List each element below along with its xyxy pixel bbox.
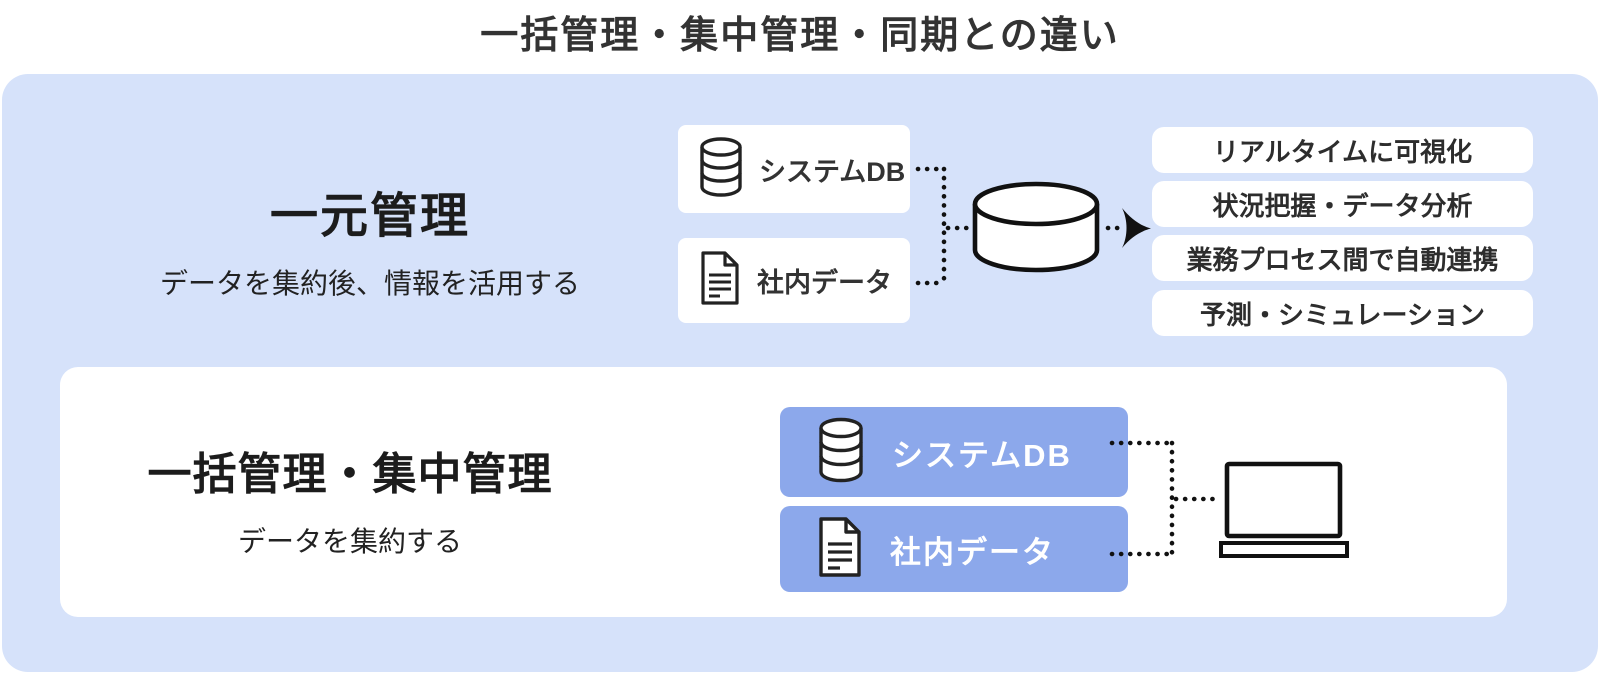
batch-box-system-db: システムDB xyxy=(780,407,1128,497)
outcome-box: リアルタイムに可視化 xyxy=(1152,127,1533,173)
unified-section-text: 一元管理 データを集約後、情報を活用する xyxy=(80,176,660,302)
batch-box-label: 社内データ xyxy=(890,534,1055,570)
batch-section-text: 一括管理・集中管理 データを集約する xyxy=(95,438,605,560)
page-title: 一括管理・集中管理・同期との違い xyxy=(480,15,1120,57)
laptop-icon xyxy=(1213,456,1355,567)
database-icon xyxy=(816,417,866,488)
source-label: 社内データ xyxy=(757,268,892,298)
batch-heading: 一括管理・集中管理 xyxy=(147,450,553,499)
document-icon xyxy=(816,515,864,584)
unified-heading: 一元管理 xyxy=(269,190,470,243)
database-cylinder-icon xyxy=(968,180,1104,281)
source-box-system-db: システムDB xyxy=(678,125,910,213)
unified-subtitle: データを集約後、情報を活用する xyxy=(159,268,580,299)
source-box-internal-data: 社内データ xyxy=(678,238,910,323)
batch-box-label: システムDB xyxy=(892,437,1072,473)
document-icon xyxy=(698,249,742,312)
source-label: システムDB xyxy=(759,156,906,187)
outcome-box: 業務プロセス間で自動連携 xyxy=(1152,235,1533,281)
batch-subtitle: データを集約する xyxy=(237,526,462,557)
batch-box-internal-data: 社内データ xyxy=(780,506,1128,592)
database-icon xyxy=(698,136,744,202)
outcome-box: 予測・シミュレーション xyxy=(1152,290,1533,336)
outcome-box: 状況把握・データ分析 xyxy=(1152,181,1533,227)
